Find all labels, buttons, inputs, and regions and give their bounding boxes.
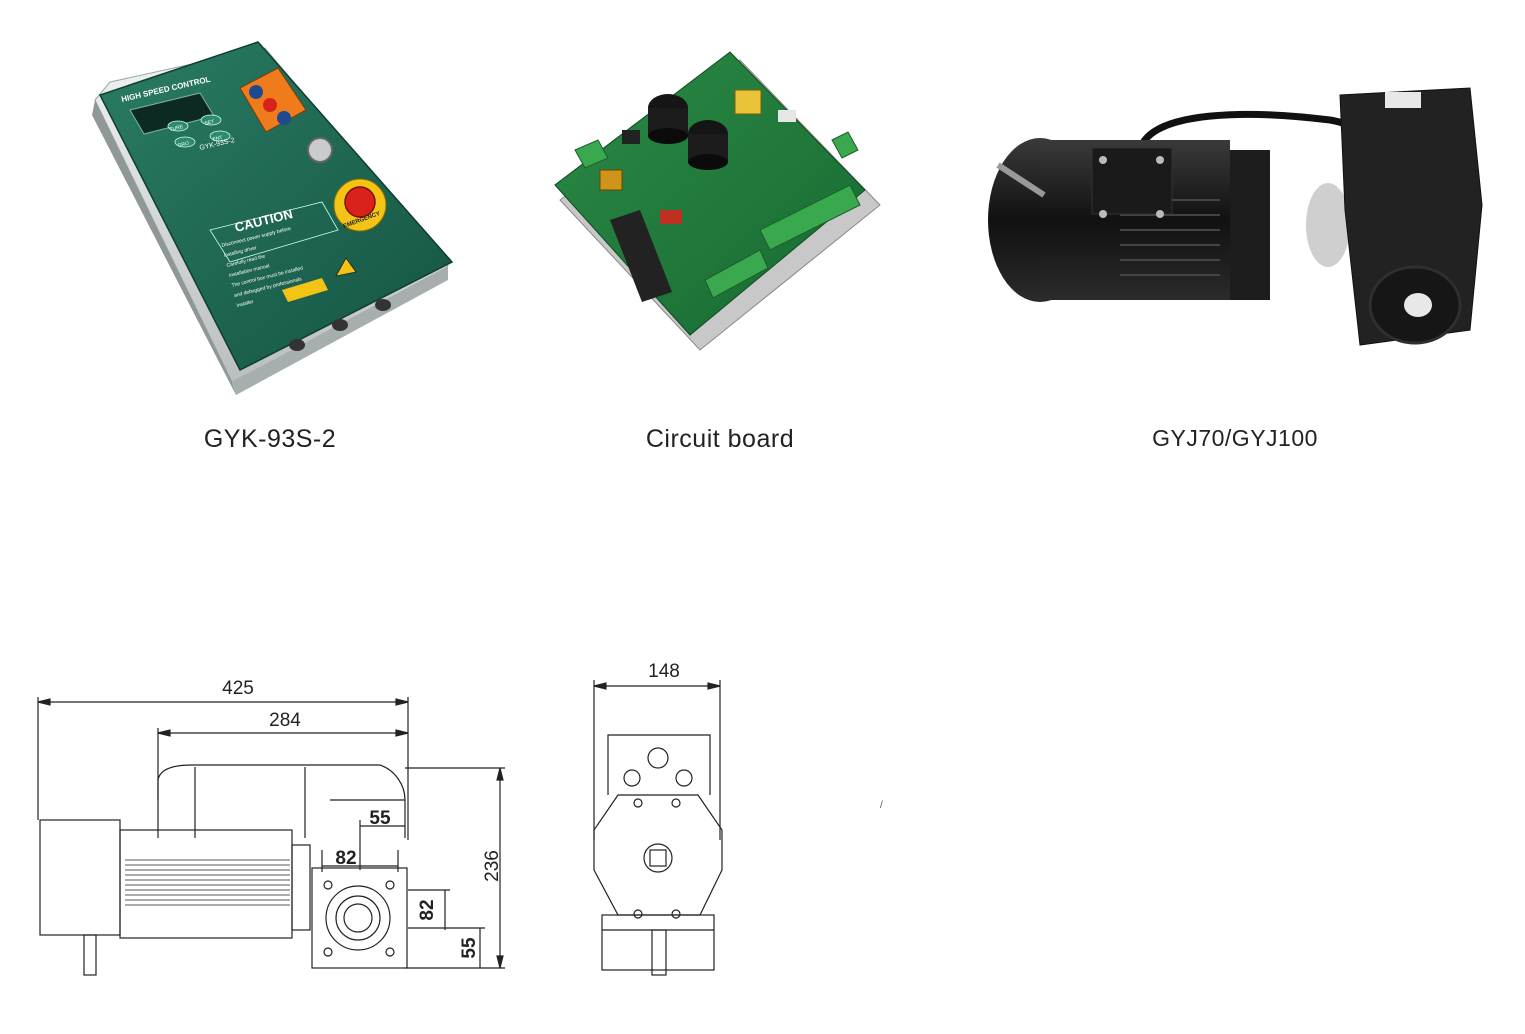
dim-55-vertical-label: 55 (459, 937, 480, 959)
key-switch-icon (307, 137, 333, 163)
motor-flange (1230, 150, 1270, 300)
circuit-board-image (554, 51, 881, 351)
product-caption-control-box: GYK-93S-2 (203, 425, 337, 453)
caution-line: installer (236, 299, 254, 309)
relay (622, 130, 640, 144)
adapter-ring (1306, 183, 1350, 267)
cable-hole (332, 319, 348, 331)
motor-outline (39, 819, 121, 936)
product-caption-circuit-board: Circuit board (645, 425, 795, 453)
transformer (734, 89, 762, 115)
control-box-image: HIGH SPEED CONTROL GYK-93S-2 CAUTION Dis… (92, 41, 454, 395)
gear-motor-image (988, 87, 1483, 346)
dim-82-vertical-label: 82 (417, 899, 438, 920)
dim-148-label: 148 (648, 661, 680, 682)
product-caption-gear-motor: GYJ70/GYJ100 (1152, 425, 1318, 451)
cable-hole (289, 339, 305, 351)
ture-button (167, 120, 189, 132)
output-shaft-hole (1404, 293, 1432, 317)
stop-icon (263, 98, 277, 112)
set-label: SET (204, 119, 215, 127)
ent-label: ENT (212, 135, 223, 143)
terminal-block (704, 249, 769, 299)
inductor (599, 169, 623, 191)
caution-box (209, 201, 339, 263)
grij-label: GRIJ (177, 140, 190, 149)
shaft (83, 934, 97, 976)
front-panel (98, 41, 454, 372)
set-button (200, 114, 222, 126)
down-arrow-icon (277, 111, 291, 125)
terminal-block (574, 139, 609, 169)
relay (660, 210, 682, 224)
motor-fins (119, 829, 293, 939)
up-arrow-icon (249, 85, 263, 99)
dim-425-label: 425 (222, 678, 254, 699)
qr-label (1385, 92, 1421, 108)
dim-236-label: 236 (482, 850, 503, 882)
emergency-stop-button (344, 186, 376, 218)
ent-button (209, 130, 231, 142)
side-view-drawing (37, 697, 505, 976)
box-edge (92, 100, 236, 395)
end-gearbox-body (593, 794, 723, 916)
dim-55-top-label: 55 (369, 808, 391, 829)
warning-sticker (282, 278, 328, 302)
terminal-block (759, 184, 861, 251)
dim-284-label: 284 (269, 710, 301, 731)
terminal-block (831, 131, 859, 159)
power-terminals (610, 210, 672, 302)
connector (778, 110, 796, 122)
grij-button (174, 136, 196, 148)
end-top-housing (607, 734, 711, 795)
ture-label: TURE (169, 124, 184, 133)
end-base (601, 914, 715, 971)
cable-hole (375, 299, 391, 311)
top-housing (157, 764, 406, 838)
release-lever (996, 162, 1046, 198)
end-view-drawing (593, 680, 723, 976)
pcb-board (554, 51, 866, 336)
stray-mark: / (880, 800, 883, 811)
warning-triangle-icon (335, 257, 357, 277)
dim-82-horizontal-label: 82 (335, 848, 356, 869)
